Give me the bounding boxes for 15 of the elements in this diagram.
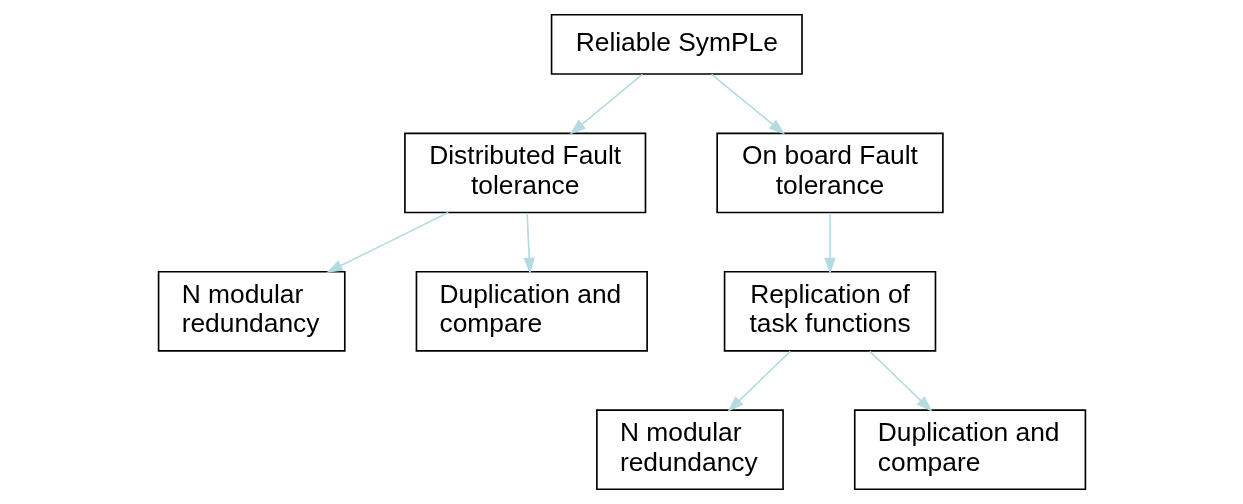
arrow (569, 73, 643, 135)
node-box: Replication of task functions (723, 270, 936, 352)
arrow (823, 212, 836, 275)
arrow (325, 211, 449, 273)
node-box: N modular redundancy (157, 270, 346, 352)
arrow (868, 350, 932, 412)
node-box: Reliable SymPLe (550, 13, 803, 75)
node-box: On board Fault tolerance (715, 132, 944, 214)
node-box: N modular redundancy (595, 409, 784, 491)
node-box: Duplication and compare (415, 270, 648, 352)
arrow (727, 350, 791, 412)
node-box: Distributed Fault tolerance (403, 132, 646, 214)
arrow (710, 73, 785, 135)
arrow (523, 212, 535, 275)
node-box: Duplication and compare (853, 409, 1086, 491)
